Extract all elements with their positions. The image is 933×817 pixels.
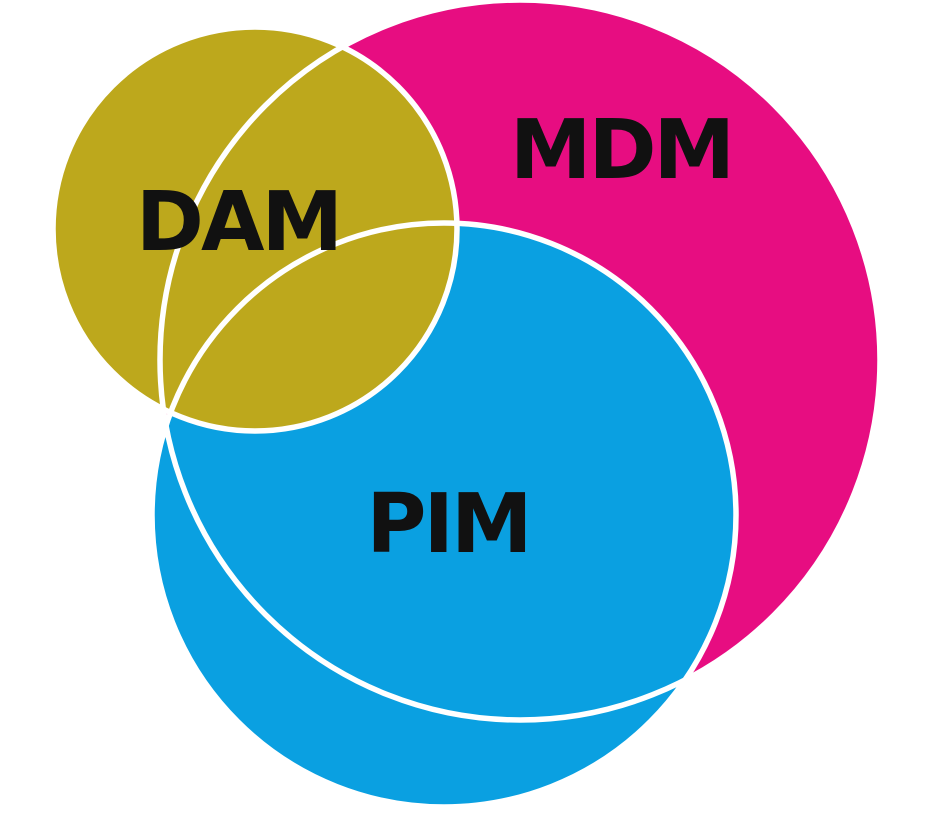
pim-label: PIM (366, 477, 529, 572)
dam-circle-fill (53, 27, 457, 431)
mdm-label: MDM (510, 103, 732, 198)
mdm-circle-outline (157, 0, 883, 723)
dam-circle-outline (50, 24, 460, 434)
dam-label: DAM (136, 175, 340, 270)
pim-circle-outline (149, 220, 739, 810)
